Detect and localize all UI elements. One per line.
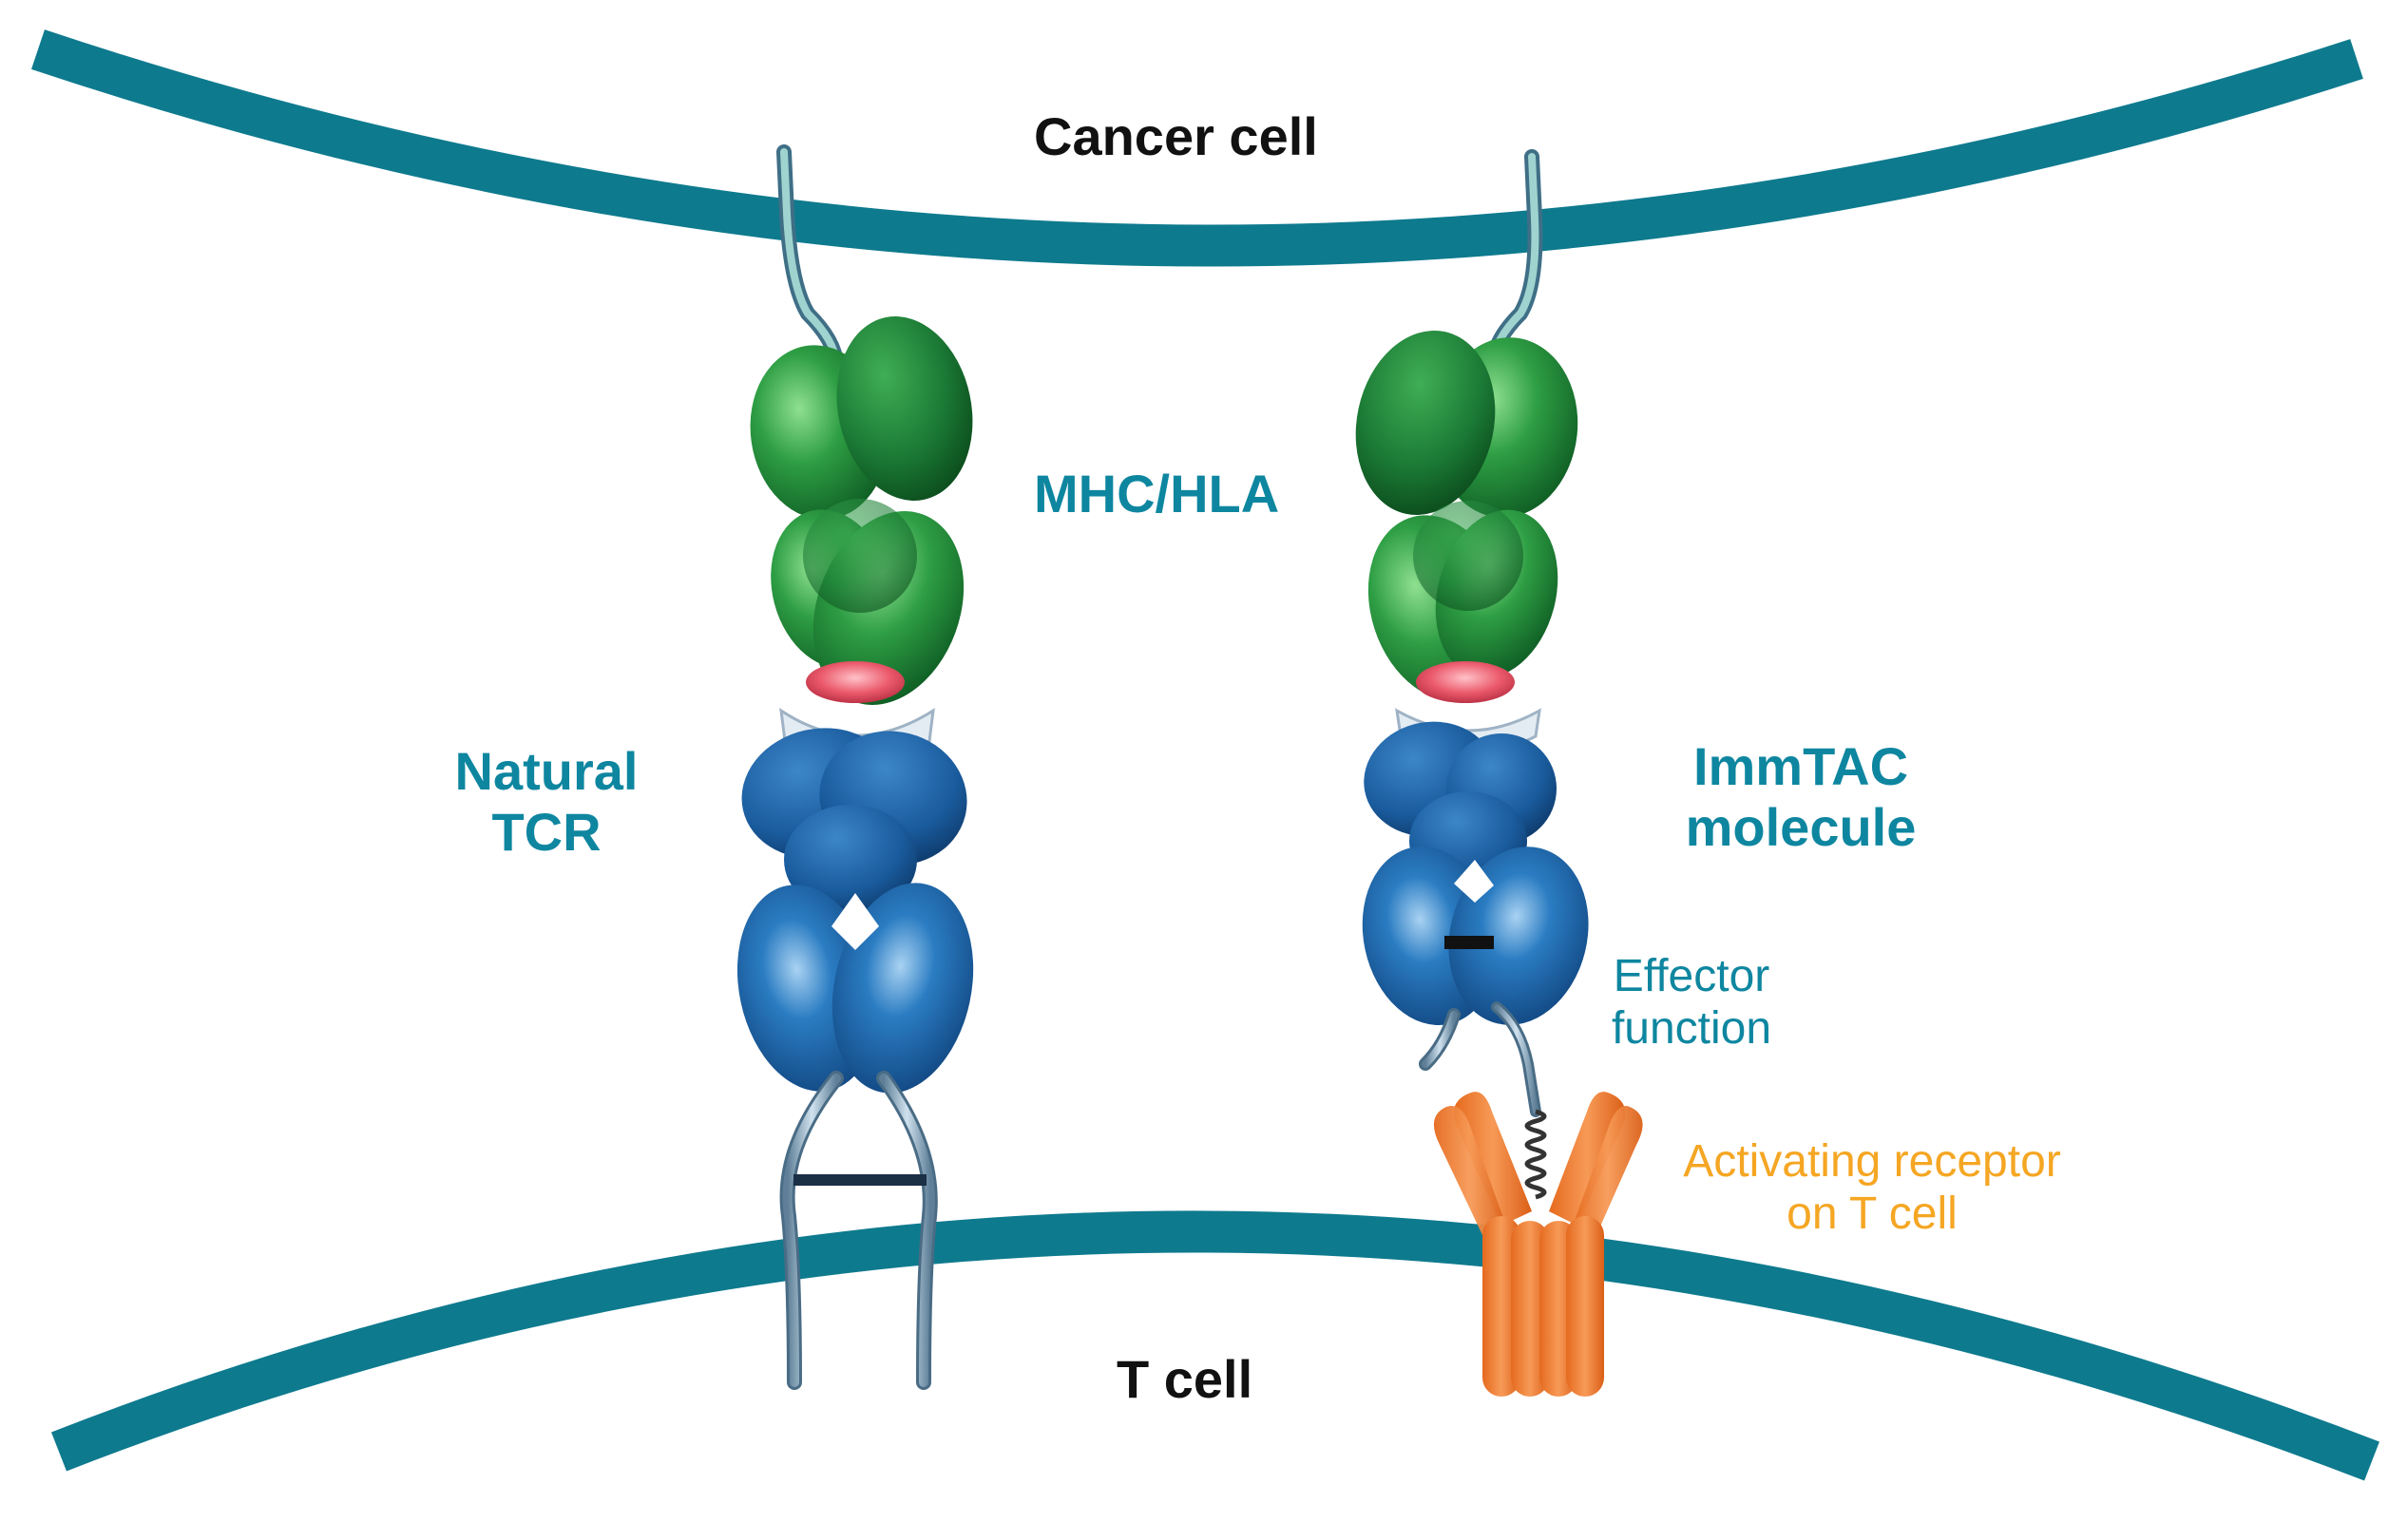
immtac-line1: ImmTAC xyxy=(1692,736,1909,796)
immtac-line2: molecule xyxy=(1685,797,1917,858)
t-cell-label: T cell xyxy=(1117,1349,1253,1409)
immtac-label: ImmTAC molecule xyxy=(1658,736,1943,859)
effector-line2: function xyxy=(1611,1003,1772,1055)
natural-tcr-line2: TCR xyxy=(491,802,602,863)
activating-receptor xyxy=(1433,1092,1643,1397)
activating-line1: Activating receptor xyxy=(1683,1136,2061,1187)
effector-spring xyxy=(1524,1109,1547,1200)
t-cell-membrane xyxy=(51,1210,2379,1481)
mhc-hla-label: MHC/HLA xyxy=(1034,464,1280,523)
right-immtac-molecule xyxy=(1362,708,1589,1117)
effector-line1: Effector xyxy=(1613,951,1770,1001)
left-mhc-hla xyxy=(750,144,973,705)
right-mhc-hla xyxy=(1355,149,1578,703)
natural-tcr-label: Natural TCR xyxy=(432,741,660,864)
left-natural-tcr xyxy=(736,707,974,1390)
cancer-cell-label: Cancer cell xyxy=(1034,106,1318,166)
natural-tcr-line1: Natural xyxy=(454,741,639,801)
cancer-cell-membrane xyxy=(31,29,2363,267)
effector-function-label: Effector function xyxy=(1596,950,1787,1055)
activating-receptor-label: Activating receptor on T cell xyxy=(1644,1135,2100,1240)
activating-line2: on T cell xyxy=(1787,1189,1958,1240)
